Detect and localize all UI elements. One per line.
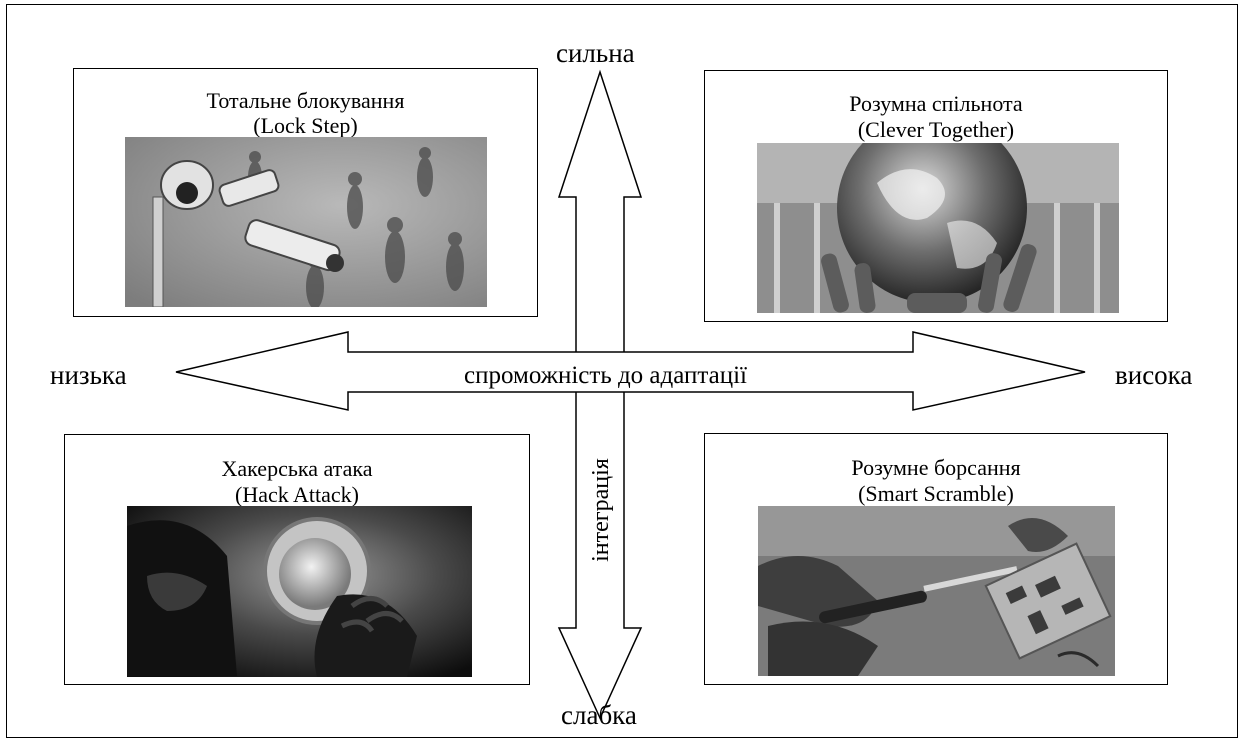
quadrant-subtitle: (Smart Scramble) (858, 481, 1014, 506)
diagram-frame (6, 4, 1238, 738)
quadrant-clever-together: Розумна спільнота (Clever Together) (704, 70, 1168, 322)
quadrant-title: Хакерська атака (221, 456, 373, 481)
vertical-arrow (557, 69, 643, 720)
top-axis-label: сильна (556, 38, 635, 68)
vertical-axis-caption: інтеграція (588, 458, 614, 562)
globe-in-hands-photo (757, 143, 1119, 313)
hooded-hacker-photo (127, 506, 472, 677)
left-axis-label: низька (50, 360, 127, 390)
quadrant-smart-scramble: Розумне борсання (Smart Scramble) (704, 433, 1168, 685)
horizontal-axis-caption: спроможність до адаптації (464, 362, 747, 389)
quadrant-hack-attack: Хакерська атака (Hack Attack) (64, 434, 530, 685)
right-axis-label: висока (1115, 360, 1193, 390)
horizontal-arrow (175, 331, 1086, 411)
quadrant-lock-step: Тотальне блокування (Lock Step) (73, 68, 538, 317)
quadrant-subtitle: (Clever Together) (857, 117, 1015, 142)
quadrant-title: Розумна спільнота (849, 91, 1023, 116)
quadrant-subtitle: (Hack Attack) (235, 482, 359, 507)
quadrant-title: Розумне борсання (851, 455, 1021, 480)
bottom-axis-label: слабка (561, 700, 637, 730)
quadrant-title: Тотальне блокування (206, 88, 405, 113)
soldering-circuit-photo (758, 506, 1115, 676)
quadrant-subtitle: (Lock Step) (253, 113, 358, 138)
surveillance-camera-photo (125, 137, 487, 307)
